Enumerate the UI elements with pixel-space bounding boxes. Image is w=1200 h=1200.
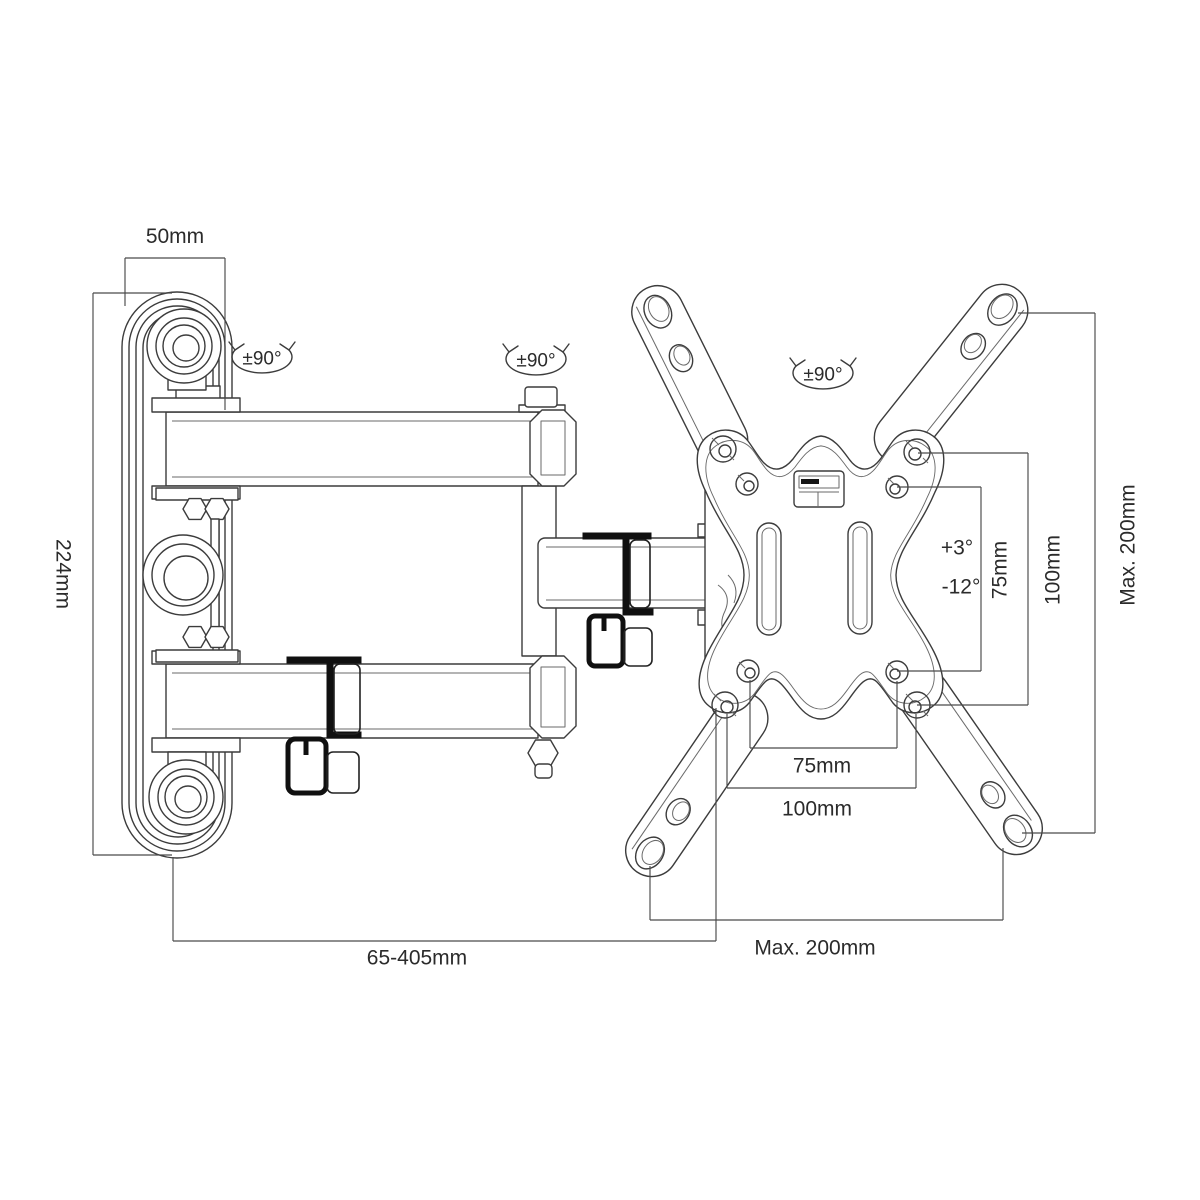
vesa-screw-100-bottom-left <box>711 691 739 719</box>
vesa-screw-100-top-left <box>709 435 737 463</box>
tilt-down-label: -12° <box>942 575 981 598</box>
dim-line-max-200-vertical <box>1018 312 1096 834</box>
swivel-label-vesa-joint: ±90° <box>789 357 857 390</box>
mounting-arm-bottom <box>151 650 539 753</box>
dim-line-vesa-100-horizontal <box>726 714 917 789</box>
vesa-screw-75-top-left <box>735 472 759 496</box>
vesa-width-100-label: 100mm <box>782 797 852 820</box>
vesa-arm-top-right <box>873 283 1029 465</box>
swivel-label-elbow-joint: ±90° <box>502 343 570 376</box>
swivel-wall-joint-label: ±90° <box>242 349 281 370</box>
cable-clip-extension-arm <box>582 532 654 669</box>
vesa-height-75-label: 75mm <box>988 541 1011 599</box>
swivel-elbow-joint-label: ±90° <box>516 351 555 372</box>
dim-line-max-200-horizontal <box>649 848 1004 921</box>
dim-line-vesa-75-horizontal <box>749 680 898 749</box>
dim-line-extension <box>172 708 717 942</box>
elbow-bolt-tip <box>534 763 553 779</box>
wall-plate-height-label: 224mm <box>52 539 75 609</box>
tilt-up-label: +3° <box>941 536 973 559</box>
dim-line-vesa-75-vertical <box>897 486 982 672</box>
vesa-width-75-label: 75mm <box>793 754 851 777</box>
vesa-slot-left <box>756 522 782 636</box>
vesa-latch <box>793 470 845 508</box>
vesa-height-100-label: 100mm <box>1041 535 1064 605</box>
elbow-nut <box>527 739 559 767</box>
cable-clip-bottom-arm <box>285 656 362 796</box>
middle-link-assembly <box>142 487 239 663</box>
max-screen-width-label: Max. 200mm <box>754 936 875 959</box>
vesa-screw-100-top-right <box>903 438 931 466</box>
vesa-plate-outline <box>696 429 945 720</box>
wall-hinge-bottom <box>148 751 224 835</box>
vesa-screw-75-bottom-left <box>736 659 760 683</box>
vesa-plate <box>696 429 945 720</box>
extension-range-label: 65-405mm <box>367 946 467 969</box>
dimension-labels: 50mm 224mm +3° -12° 75mm 100mm Max. 200m… <box>52 225 1140 969</box>
wall-plate-width-label: 50mm <box>146 225 204 248</box>
swivel-vesa-joint-label: ±90° <box>803 365 842 386</box>
dim-line-224mm <box>92 292 172 856</box>
swivel-label-wall-joint: ±90° <box>228 341 296 374</box>
mounting-arm-top <box>151 385 539 500</box>
max-screen-height-label: Max. 200mm <box>1116 484 1139 605</box>
vesa-slot-right <box>847 521 873 635</box>
vesa-arm-bottom-left <box>624 691 769 878</box>
dimension-lines <box>92 257 1096 942</box>
elbow-joint-assembly <box>518 386 577 779</box>
wall-hinge-top <box>146 308 222 391</box>
dim-line-vesa-100-vertical <box>917 452 1029 706</box>
dim-line-50mm <box>124 257 226 410</box>
